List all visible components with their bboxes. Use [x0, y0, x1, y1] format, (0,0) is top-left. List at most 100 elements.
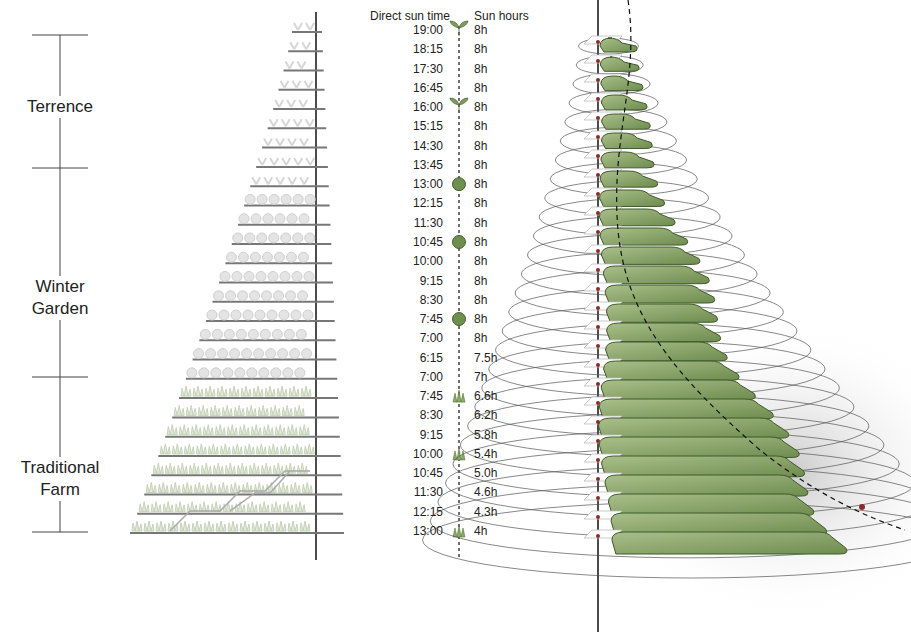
cabbage-icon	[243, 310, 253, 320]
cabbage-icon	[257, 194, 267, 204]
floor-slab	[292, 31, 322, 33]
column-node	[596, 135, 600, 139]
cabbage-icon	[262, 252, 272, 262]
cabbage-icon	[239, 214, 249, 224]
grass-icon	[144, 521, 154, 531]
cabbage-icon	[219, 310, 229, 320]
grass-icon	[273, 463, 283, 473]
grass-icon	[247, 502, 257, 512]
sun-time: 10:45	[413, 235, 443, 249]
floor-slab	[172, 416, 339, 418]
cabbage-icon	[286, 252, 296, 262]
cabbage-icon	[238, 291, 248, 301]
floor-slab	[250, 185, 329, 187]
sun-point	[859, 504, 865, 510]
grass-icon	[453, 390, 465, 402]
grass-icon	[189, 463, 199, 473]
column-node	[596, 59, 600, 63]
cabbage-icon	[199, 368, 209, 378]
spiral-orbit	[569, 92, 658, 115]
column-node	[596, 268, 600, 272]
grass-icon	[244, 444, 254, 454]
cabbage-icon	[287, 214, 297, 224]
sprout-icon	[264, 177, 272, 184]
cabbage-icon	[207, 310, 217, 320]
tower-slab	[600, 228, 688, 245]
sprout-icon	[294, 158, 302, 165]
cabbage-icon	[238, 252, 248, 262]
grass-icon	[206, 482, 216, 492]
sprout-icon	[294, 23, 302, 30]
section-label: Terrence	[24, 96, 96, 118]
cabbage-icon	[271, 368, 281, 378]
spiral-orbit	[460, 413, 884, 477]
tower-slab	[598, 418, 788, 438]
sun-time: 13:00	[413, 524, 443, 538]
cabbage-icon	[305, 233, 315, 243]
sprout-icon	[292, 81, 300, 88]
cabbage-icon	[293, 194, 303, 204]
cabbage-icon	[233, 233, 243, 243]
sprout-icon	[288, 177, 296, 184]
cabbage-icon	[304, 272, 314, 282]
column-node	[596, 363, 600, 367]
grass-icon	[139, 502, 149, 512]
grass-icon	[253, 386, 263, 396]
floor-slab	[284, 70, 324, 72]
tower-slab	[607, 323, 721, 342]
column-header: Direct sun time	[370, 9, 450, 23]
grass-icon	[146, 482, 156, 492]
cabbage-icon	[269, 233, 279, 243]
column-node	[596, 78, 600, 82]
sun-time: 13:45	[413, 158, 443, 172]
cabbage-icon	[278, 349, 288, 359]
section-label: Winter Garden	[2, 276, 118, 320]
sprout-icon	[302, 42, 310, 49]
grass-icon	[280, 444, 290, 454]
sprout-icon	[306, 158, 314, 165]
tower-slab	[612, 532, 847, 554]
leaf-icon	[453, 178, 466, 191]
grass-icon	[172, 444, 182, 454]
floor-slab	[151, 474, 341, 476]
cabbage-icon	[290, 349, 300, 359]
grass-icon	[287, 425, 297, 435]
sun-hours: 8h	[474, 23, 487, 37]
sun-time: 14:30	[413, 139, 443, 153]
cabbage-icon	[267, 310, 277, 320]
sprout-icon	[450, 98, 468, 113]
sun-time: 8:30	[420, 293, 443, 307]
column-node	[596, 249, 600, 253]
tower-slab	[603, 266, 709, 284]
column-node	[596, 344, 600, 348]
sprout-icon	[282, 119, 290, 126]
tower-slab	[604, 361, 739, 380]
cabbage-icon	[255, 310, 265, 320]
tower-slab	[600, 38, 637, 52]
sun-time: 16:45	[413, 81, 443, 95]
floor-slab	[256, 166, 328, 168]
floor-slab	[165, 436, 339, 438]
sun-hours: 8h	[474, 158, 487, 172]
grass-icon	[170, 482, 180, 492]
sprout-icon	[306, 119, 314, 126]
sun-time: 7:00	[420, 370, 443, 384]
grass-icon	[193, 386, 203, 396]
grass-icon	[276, 521, 286, 531]
sun-time: 6:15	[420, 351, 443, 365]
grass-icon	[295, 502, 305, 512]
cabbage-icon	[187, 368, 197, 378]
grass-icon	[156, 521, 166, 531]
floor-slab	[179, 397, 338, 399]
cabbage-icon	[244, 272, 254, 282]
cabbage-icon	[224, 329, 234, 339]
column-node	[596, 382, 600, 386]
grass-icon	[198, 405, 208, 415]
cabbage-icon	[281, 233, 291, 243]
sun-hours: 8h	[474, 216, 487, 230]
column-node	[596, 306, 600, 310]
grass-icon	[300, 521, 310, 531]
sprout-icon	[287, 100, 295, 107]
floor-slab	[278, 89, 324, 91]
grass-icon	[265, 386, 275, 396]
